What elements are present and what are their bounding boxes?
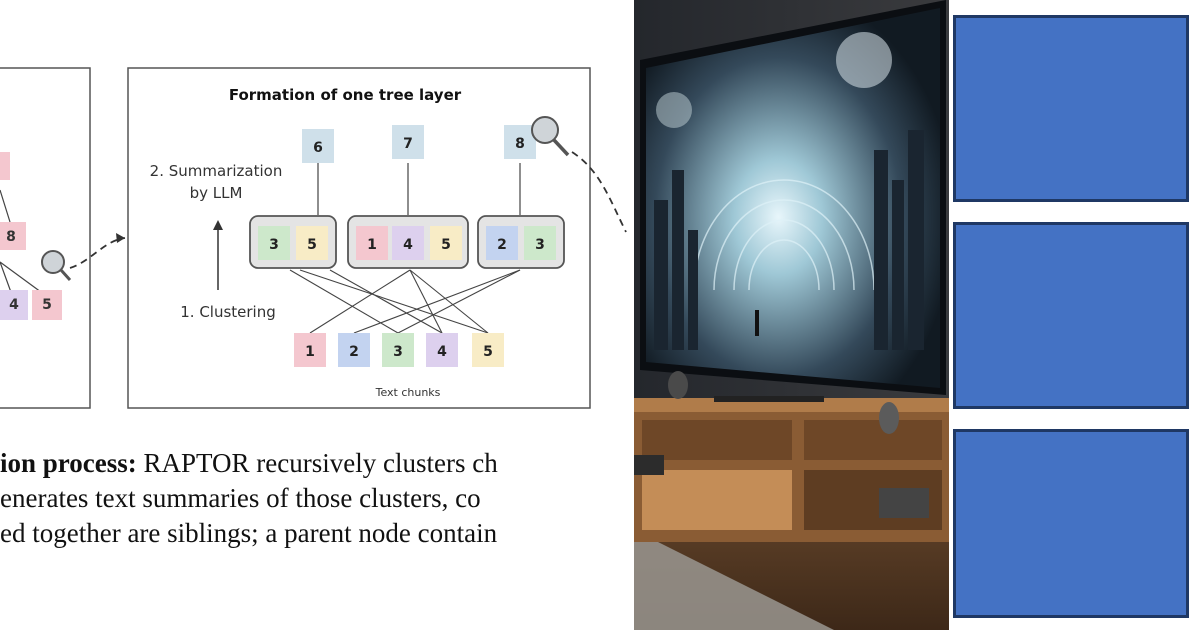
caption-line-1: ion process: RAPTOR recursively clusters… xyxy=(0,448,498,478)
svg-text:5: 5 xyxy=(307,237,317,253)
left-node-5 xyxy=(32,290,62,320)
cluster-c-node-2 xyxy=(486,226,518,260)
arrow-icon xyxy=(69,237,126,269)
parent-node-8 xyxy=(504,125,536,159)
svg-text:8: 8 xyxy=(515,136,525,152)
chunk-2 xyxy=(338,333,370,367)
main-frame xyxy=(127,67,591,409)
tv-illustration xyxy=(634,0,949,630)
tv-stand xyxy=(634,371,949,542)
svg-text:3: 3 xyxy=(269,237,279,253)
svg-text:6: 6 xyxy=(313,140,323,156)
magnifier-icon xyxy=(41,250,72,282)
chunk-1 xyxy=(294,333,326,367)
chunk-5 xyxy=(472,333,504,367)
caption-line-2: enerates text summaries of those cluster… xyxy=(0,483,481,513)
svg-text:4: 4 xyxy=(437,344,447,360)
summarization-label-1: 2. Summarization xyxy=(150,162,283,180)
figure-caption: ion process: RAPTOR recursively clusters… xyxy=(0,446,634,551)
chunk-3 xyxy=(382,333,414,367)
cluster-a-node-5 xyxy=(296,226,328,260)
svg-text:5: 5 xyxy=(441,237,451,253)
cluster-b-node-1 xyxy=(356,226,388,260)
diagram-title: Formation of one tree layer xyxy=(229,86,462,104)
arrow-icon xyxy=(571,151,627,233)
blue-box-3 xyxy=(953,429,1189,618)
blue-box-2 xyxy=(953,222,1189,409)
svg-text:5: 5 xyxy=(483,344,493,360)
left-frame xyxy=(0,67,91,409)
svg-text:2: 2 xyxy=(497,237,507,253)
paper-figure-panel: 8 4 5 Formation of one tree layer 2. Sum… xyxy=(0,67,634,551)
television xyxy=(640,0,946,395)
text-chunks-label: Text chunks xyxy=(375,386,441,399)
raptor-diagram: 8 4 5 Formation of one tree layer 2. Sum… xyxy=(0,67,627,409)
tv-photo xyxy=(634,0,949,630)
left-node-8-label: 8 xyxy=(6,229,16,245)
parent-node-6 xyxy=(302,129,334,163)
magnifier-icon xyxy=(531,116,570,157)
parent-node-7 xyxy=(392,125,424,159)
left-node-8 xyxy=(0,222,26,250)
svg-text:4: 4 xyxy=(9,297,19,313)
left-node-top xyxy=(0,152,10,180)
blue-blocks-panel xyxy=(949,0,1200,630)
cluster-b-node-5 xyxy=(430,226,462,260)
svg-text:5: 5 xyxy=(42,297,52,313)
caption-line-3: ed together are siblings; a parent node … xyxy=(0,518,498,548)
cluster-edges xyxy=(289,269,521,334)
summarization-label-2: by LLM xyxy=(190,184,243,202)
svg-text:1: 1 xyxy=(305,344,315,360)
chunk-4 xyxy=(426,333,458,367)
rug xyxy=(634,530,834,630)
svg-text:3: 3 xyxy=(393,344,403,360)
clustering-label: 1. Clustering xyxy=(180,303,276,321)
cluster-a-node-3 xyxy=(258,226,290,260)
svg-text:7: 7 xyxy=(403,136,413,152)
svg-text:1: 1 xyxy=(367,237,377,253)
up-arrow-icon xyxy=(213,220,223,230)
left-node-4 xyxy=(0,290,28,320)
cluster-c-node-3 xyxy=(524,226,556,260)
svg-text:3: 3 xyxy=(535,237,545,253)
cluster-b-node-4 xyxy=(392,226,424,260)
svg-text:2: 2 xyxy=(349,344,359,360)
blue-box-1 xyxy=(953,15,1189,202)
svg-text:4: 4 xyxy=(403,237,413,253)
